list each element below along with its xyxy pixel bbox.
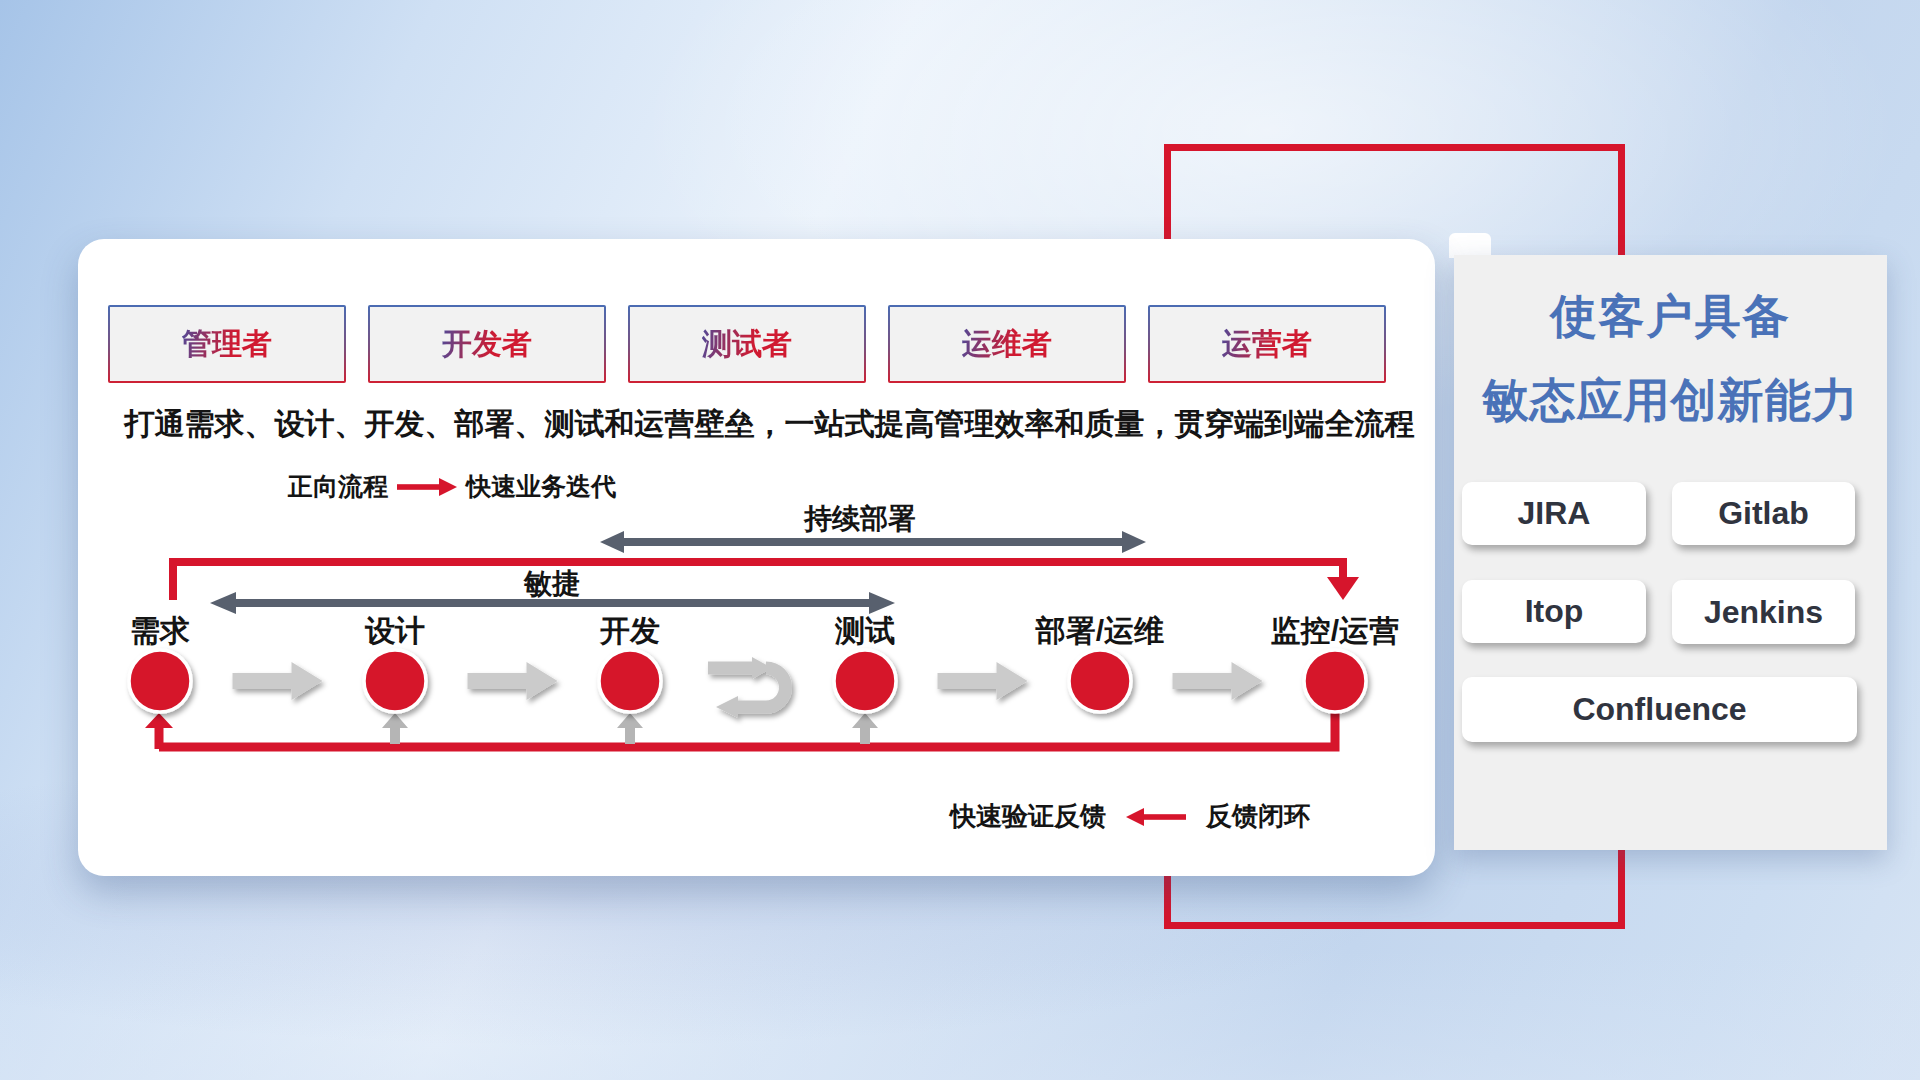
feedback-arrow-test <box>852 713 878 744</box>
circle-design <box>364 650 426 712</box>
legend-feedback-loop: 快速验证反馈 反馈闭环 <box>950 799 1310 834</box>
stage-label-develop: 开发 <box>510 611 750 652</box>
circle-test <box>834 650 896 712</box>
flow-arrow-2 <box>468 662 558 700</box>
red-bottom-loop-line <box>145 709 1335 749</box>
feedback-arrow-develop <box>617 713 643 744</box>
tools-panel: 使客户具备 敏态应用创新能力 JIRA Gitlab Itop Jenkins … <box>1454 255 1887 850</box>
tool-button-confluence[interactable]: Confluence <box>1462 677 1857 742</box>
stage-label-deploy-ops: 部署/运维 <box>980 611 1220 652</box>
continuous-deployment-arrow <box>600 531 1146 553</box>
stage-label-design: 设计 <box>275 611 515 652</box>
red-top-loop-line <box>173 562 1359 600</box>
tool-button-jira[interactable]: JIRA <box>1462 482 1646 545</box>
flow-arrow-3 <box>938 662 1028 700</box>
tool-button-jenkins[interactable]: Jenkins <box>1672 580 1855 644</box>
tool-button-gitlab[interactable]: Gitlab <box>1672 482 1855 545</box>
tool-button-itop[interactable]: Itop <box>1462 580 1646 643</box>
feedback-arrow-design <box>382 713 408 744</box>
legend-feedback-value: 反馈闭环 <box>1206 799 1310 834</box>
legend-feedback-label: 快速验证反馈 <box>950 799 1106 834</box>
left-arrow-icon <box>1126 808 1186 826</box>
flow-arrow-4 <box>1173 662 1263 700</box>
panel-title-line2: 敏态应用创新能力 <box>1454 370 1887 432</box>
circle-monitor-operate <box>1304 650 1366 712</box>
iterate-loop-icon <box>708 657 786 718</box>
devops-flow-card: 管理者 开发者 测试者 运维者 运营者 打通需求、设计、开发、部署、测试和运营壁… <box>78 239 1435 876</box>
stage-label-test: 测试 <box>745 611 985 652</box>
stage-label-requirements: 需求 <box>40 611 280 652</box>
flow-arrow-1 <box>233 662 323 700</box>
stage-label-monitor-operate: 监控/运营 <box>1215 611 1455 652</box>
panel-title-line1: 使客户具备 <box>1454 286 1887 348</box>
circle-deploy-ops <box>1069 650 1131 712</box>
pipeline-diagram <box>78 239 1435 876</box>
circle-requirements <box>129 650 191 712</box>
circle-develop <box>599 650 661 712</box>
